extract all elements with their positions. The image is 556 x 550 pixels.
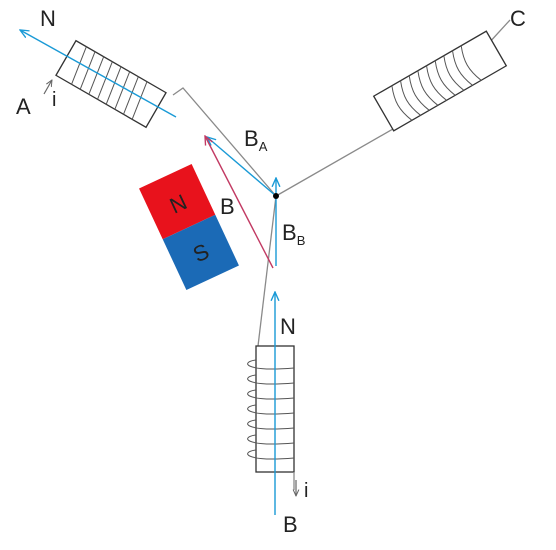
magnet-north-half — [139, 163, 216, 240]
coil-b-name-label: B — [283, 512, 298, 537]
wire-b — [257, 195, 277, 347]
coil-a-current-label: i — [52, 89, 56, 111]
vector-ba — [207, 137, 277, 197]
coil-a — [55, 39, 167, 129]
current-arrow-a — [43, 80, 52, 95]
coil-b-pole-label: N — [280, 314, 296, 339]
coil-b-current-label: i — [304, 480, 308, 502]
permanent-magnet: N S — [139, 163, 239, 291]
field-b-label: BB — [282, 220, 305, 248]
field-axis-a — [20, 30, 177, 118]
coil-c-name-label: C — [510, 6, 526, 31]
field-a-label: BA — [244, 126, 268, 154]
magnet-south-half — [162, 214, 239, 291]
coil-a-pole-label: N — [40, 6, 56, 31]
resultant-label: B — [220, 194, 235, 219]
coil-a-name-label: A — [16, 94, 31, 119]
coil-b — [247, 345, 295, 490]
vector-resultant — [205, 136, 274, 269]
center-node — [273, 193, 279, 199]
wire-a — [172, 87, 277, 197]
coil-c — [372, 30, 508, 132]
